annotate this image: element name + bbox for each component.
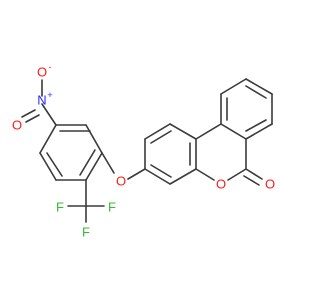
bond [227,168,247,181]
bond [46,152,63,177]
molecule-diagram: N + O - O O O O F F F [12,62,275,240]
bond [41,103,57,126]
bond [79,149,96,176]
bond [144,123,171,140]
bond [195,123,222,140]
bond [144,168,171,185]
atom-nitro-n-charge: + [47,90,52,100]
bond [101,152,115,174]
bond [245,119,267,132]
bond [150,164,172,178]
bond [25,114,40,123]
bond [245,78,273,95]
bond [169,123,197,140]
bonds [21,78,273,223]
atom-nitro-o-top-charge: - [49,62,52,72]
atom-nitro-o-left: O [12,118,22,133]
bond [245,123,273,140]
atom-carbonyl-o: O [265,177,275,192]
atom-fluorine-2: F [108,200,116,215]
atom-nitro-o-top: O [37,65,47,80]
bond [243,175,260,186]
atom-ring-o: O [216,177,226,192]
atom-fluorine-3: F [82,225,90,240]
bond [220,123,247,140]
bond [169,168,197,185]
bond [245,168,263,180]
structure-canvas: N + O - O O O O F F F [12,62,275,240]
bond [220,78,247,95]
bond [21,109,36,118]
bond [39,124,57,154]
bond [39,152,57,181]
atom-labels: N + O - O O O O F F F [12,62,275,240]
bond [127,168,146,180]
atom-nitro-n: N [37,93,46,108]
bond [195,168,215,181]
atom-ether-o: O [116,174,126,189]
bond [245,85,267,99]
bond [150,130,172,144]
bond [85,124,103,154]
atom-fluorine-1: F [56,200,64,215]
bond [85,152,103,181]
